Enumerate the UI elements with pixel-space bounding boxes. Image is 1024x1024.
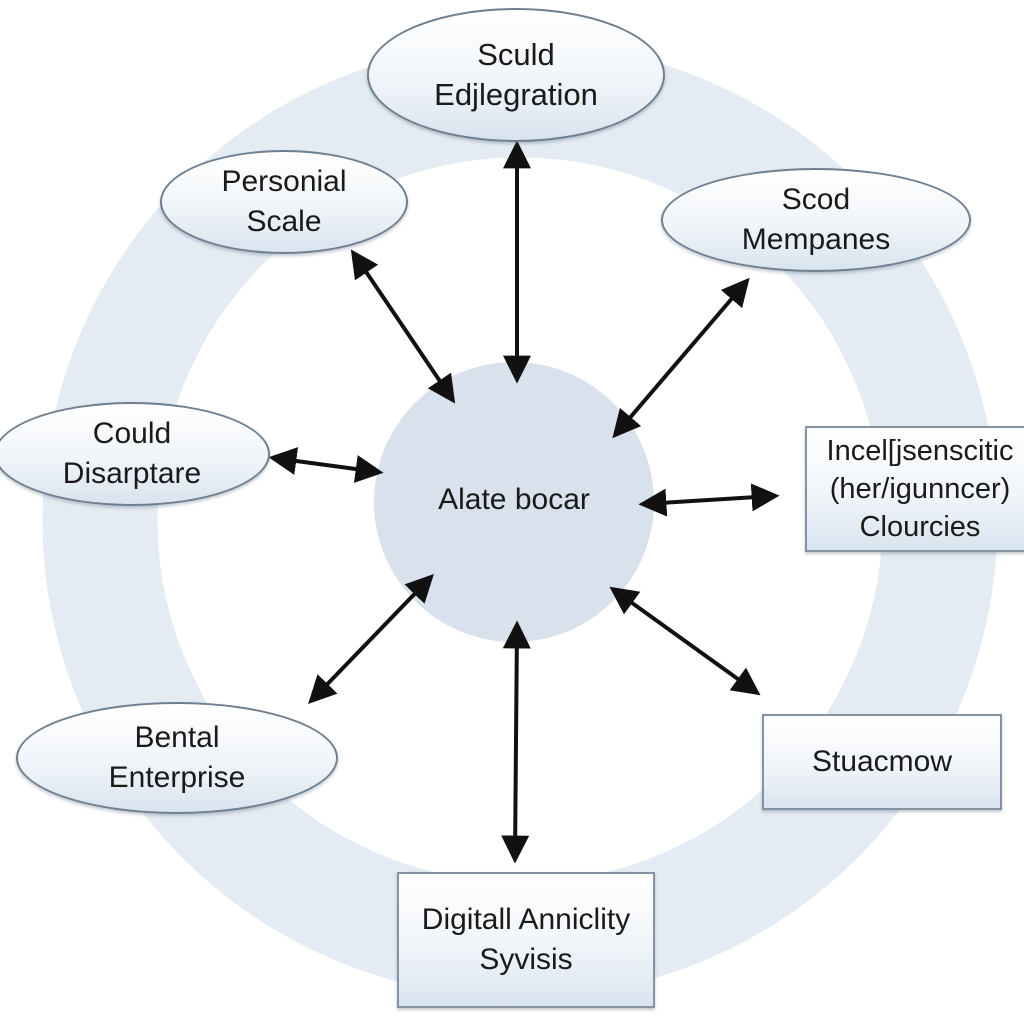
node-line: Personial	[221, 165, 347, 198]
node-line: Could	[92, 417, 172, 450]
arrow-scod-mempanes	[612, 277, 750, 439]
node-line: Digitall Anniclity	[421, 903, 631, 936]
node-incel-clourcies[interactable]: Incel[jsenscitic (her/igunncer) Clourcie…	[805, 426, 1024, 552]
node-line: Mempanes	[741, 223, 891, 256]
node-stuacmow[interactable]: Stuacmow	[762, 714, 1002, 810]
node-line: Edjlegration	[434, 77, 598, 112]
node-line: Syvisis	[479, 943, 573, 976]
node-line: Disarptare	[62, 457, 202, 490]
arrow-could-disarptare	[268, 447, 384, 483]
arrow-personal-scale	[350, 249, 456, 404]
node-line: (her/igunncer)	[829, 473, 1011, 505]
node-line: Scod	[781, 183, 851, 216]
hub-label: Alate bocar	[438, 483, 590, 516]
node-sculd-edjlegration[interactable]: Sculd Edjlegration	[367, 8, 665, 142]
node-line: Bental	[134, 721, 220, 754]
node-line: Stuacmow	[811, 745, 953, 778]
node-scod-mempanes[interactable]: Scod Mempanes	[661, 168, 971, 272]
node-line: Sculd	[477, 37, 555, 72]
arrow-digital	[501, 620, 531, 864]
node-line: Scale	[246, 205, 322, 238]
arrow-stuacmow	[609, 586, 761, 696]
node-digitall-anniclity-syvisis[interactable]: Digitall Anniclity Syvisis	[397, 872, 655, 1008]
node-personial-scale[interactable]: Personial Scale	[160, 150, 408, 254]
arrow-bental-enterprise	[308, 573, 434, 705]
node-could-disarptare[interactable]: Could Disarptare	[0, 402, 270, 506]
hub-circle	[374, 362, 654, 642]
node-line: Clourcies	[859, 511, 981, 543]
node-bental-enterprise[interactable]: Bental Enterprise	[16, 702, 338, 814]
arrow-incel	[638, 483, 780, 517]
node-line: Incel[jsenscitic	[826, 435, 1014, 467]
node-line: Enterprise	[108, 761, 246, 794]
